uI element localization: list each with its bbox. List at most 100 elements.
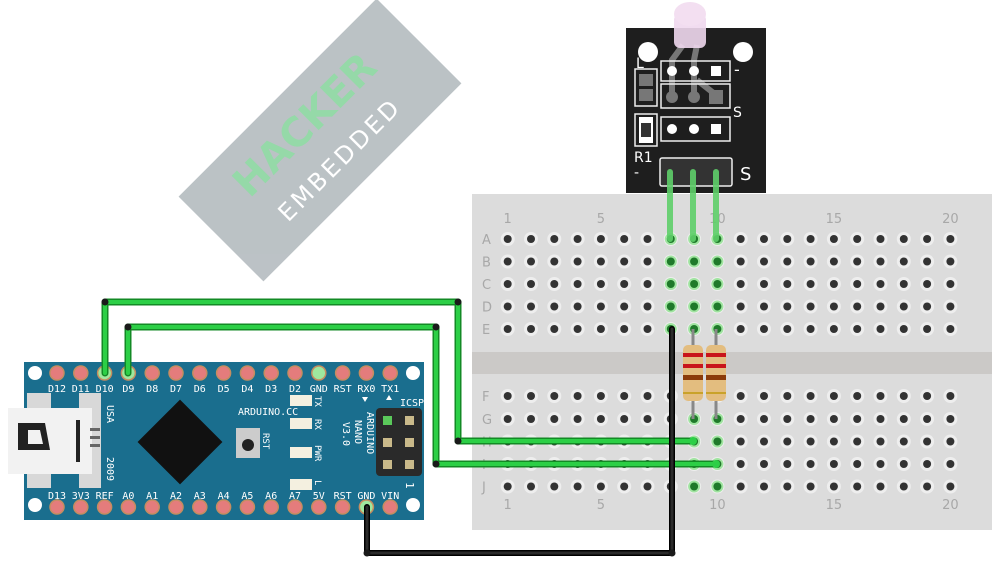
breadboard-hole[interactable] — [503, 325, 512, 333]
breadboard-hole[interactable] — [829, 392, 838, 400]
pin-d12[interactable] — [49, 365, 65, 381]
breadboard-hole[interactable] — [736, 302, 745, 311]
breadboard-hole[interactable] — [876, 437, 885, 446]
breadboard-hole[interactable] — [946, 302, 955, 311]
breadboard-hole[interactable] — [876, 392, 885, 400]
breadboard-hole[interactable] — [527, 482, 535, 491]
breadboard-hole[interactable] — [760, 392, 768, 400]
breadboard-hole[interactable] — [503, 482, 512, 491]
breadboard-hole[interactable] — [946, 437, 955, 446]
breadboard-hole[interactable] — [899, 482, 908, 491]
breadboard-hole[interactable] — [620, 280, 629, 288]
breadboard-hole[interactable] — [760, 302, 768, 311]
breadboard-hole[interactable] — [829, 235, 838, 243]
breadboard-hole[interactable] — [573, 302, 582, 311]
breadboard-hole[interactable] — [783, 302, 792, 311]
breadboard-hole[interactable] — [760, 235, 768, 243]
breadboard-hole[interactable] — [550, 482, 559, 491]
breadboard-hole[interactable] — [666, 257, 675, 266]
breadboard-hole[interactable] — [783, 280, 792, 288]
breadboard-hole[interactable] — [690, 482, 699, 491]
breadboard-hole[interactable] — [736, 257, 745, 266]
breadboard-hole[interactable] — [899, 460, 908, 468]
breadboard-hole[interactable] — [596, 415, 605, 423]
pin-ref-bottom[interactable] — [96, 499, 113, 515]
breadboard-hole[interactable] — [736, 437, 745, 446]
breadboard-hole[interactable] — [620, 302, 629, 311]
pin-a5-bottom[interactable] — [239, 499, 256, 515]
breadboard-hole[interactable] — [736, 235, 745, 243]
breadboard-hole[interactable] — [527, 415, 535, 423]
breadboard-hole[interactable] — [806, 460, 815, 468]
pin-d6[interactable] — [192, 365, 208, 381]
breadboard-hole[interactable] — [760, 482, 768, 491]
pin-5v-bottom[interactable] — [311, 499, 327, 515]
breadboard-hole[interactable] — [923, 325, 932, 333]
breadboard-hole[interactable] — [899, 257, 908, 266]
breadboard-hole[interactable] — [713, 482, 722, 491]
breadboard-hole[interactable] — [503, 302, 512, 311]
breadboard-hole[interactable] — [783, 415, 792, 423]
breadboard-hole[interactable] — [736, 415, 745, 423]
breadboard-hole[interactable] — [550, 302, 559, 311]
resistor[interactable] — [683, 329, 703, 419]
breadboard-hole[interactable] — [503, 257, 512, 266]
breadboard-hole[interactable] — [899, 280, 908, 288]
breadboard-hole[interactable] — [783, 392, 792, 400]
breadboard-hole[interactable] — [876, 280, 885, 288]
breadboard-hole[interactable] — [527, 325, 535, 333]
breadboard-hole[interactable] — [853, 235, 862, 243]
breadboard-hole[interactable] — [760, 325, 768, 333]
breadboard-hole[interactable] — [620, 482, 629, 491]
pin-d11[interactable] — [73, 365, 89, 381]
breadboard-hole[interactable] — [853, 257, 862, 266]
breadboard-hole[interactable] — [573, 415, 582, 423]
breadboard-hole[interactable] — [853, 302, 862, 311]
breadboard-hole[interactable] — [899, 392, 908, 400]
breadboard-hole[interactable] — [923, 460, 932, 468]
breadboard-hole[interactable] — [806, 235, 815, 243]
breadboard-hole[interactable] — [853, 415, 862, 423]
breadboard-hole[interactable] — [690, 280, 699, 288]
breadboard-hole[interactable] — [550, 392, 559, 400]
breadboard-hole[interactable] — [923, 437, 932, 446]
breadboard-hole[interactable] — [783, 325, 792, 333]
breadboard-hole[interactable] — [829, 460, 838, 468]
breadboard-hole[interactable] — [503, 280, 512, 288]
breadboard-hole[interactable] — [573, 235, 582, 243]
breadboard-hole[interactable] — [806, 280, 815, 288]
pin-a3-bottom[interactable] — [192, 499, 208, 515]
breadboard-hole[interactable] — [736, 392, 745, 400]
breadboard-hole[interactable] — [783, 482, 792, 491]
breadboard-hole[interactable] — [783, 235, 792, 243]
breadboard-hole[interactable] — [596, 280, 605, 288]
breadboard-hole[interactable] — [596, 302, 605, 311]
breadboard-hole[interactable] — [550, 235, 559, 243]
breadboard-hole[interactable] — [643, 415, 652, 423]
breadboard-hole[interactable] — [829, 482, 838, 491]
breadboard-hole[interactable] — [550, 280, 559, 288]
pin-a1-bottom[interactable] — [144, 499, 160, 515]
breadboard-hole[interactable] — [643, 302, 652, 311]
breadboard-hole[interactable] — [876, 415, 885, 423]
breadboard-hole[interactable] — [923, 257, 932, 266]
breadboard-hole[interactable] — [923, 302, 932, 311]
breadboard-hole[interactable] — [736, 325, 745, 333]
breadboard-hole[interactable] — [503, 415, 512, 423]
resistor[interactable] — [706, 329, 726, 419]
breadboard-hole[interactable] — [806, 325, 815, 333]
breadboard-hole[interactable] — [853, 437, 862, 446]
breadboard-hole[interactable] — [620, 392, 629, 400]
breadboard-hole[interactable] — [806, 482, 815, 491]
breadboard-hole[interactable] — [946, 280, 955, 288]
breadboard-hole[interactable] — [899, 302, 908, 311]
breadboard-hole[interactable] — [899, 325, 908, 333]
breadboard-hole[interactable] — [923, 415, 932, 423]
pin-a7-bottom[interactable] — [287, 499, 303, 515]
breadboard-hole[interactable] — [643, 482, 652, 491]
breadboard-hole[interactable] — [643, 257, 652, 266]
pin-rst-bottom[interactable] — [334, 499, 351, 515]
breadboard-hole[interactable] — [690, 257, 699, 266]
pin-d5[interactable] — [215, 365, 232, 381]
pin-d2[interactable] — [287, 365, 303, 381]
